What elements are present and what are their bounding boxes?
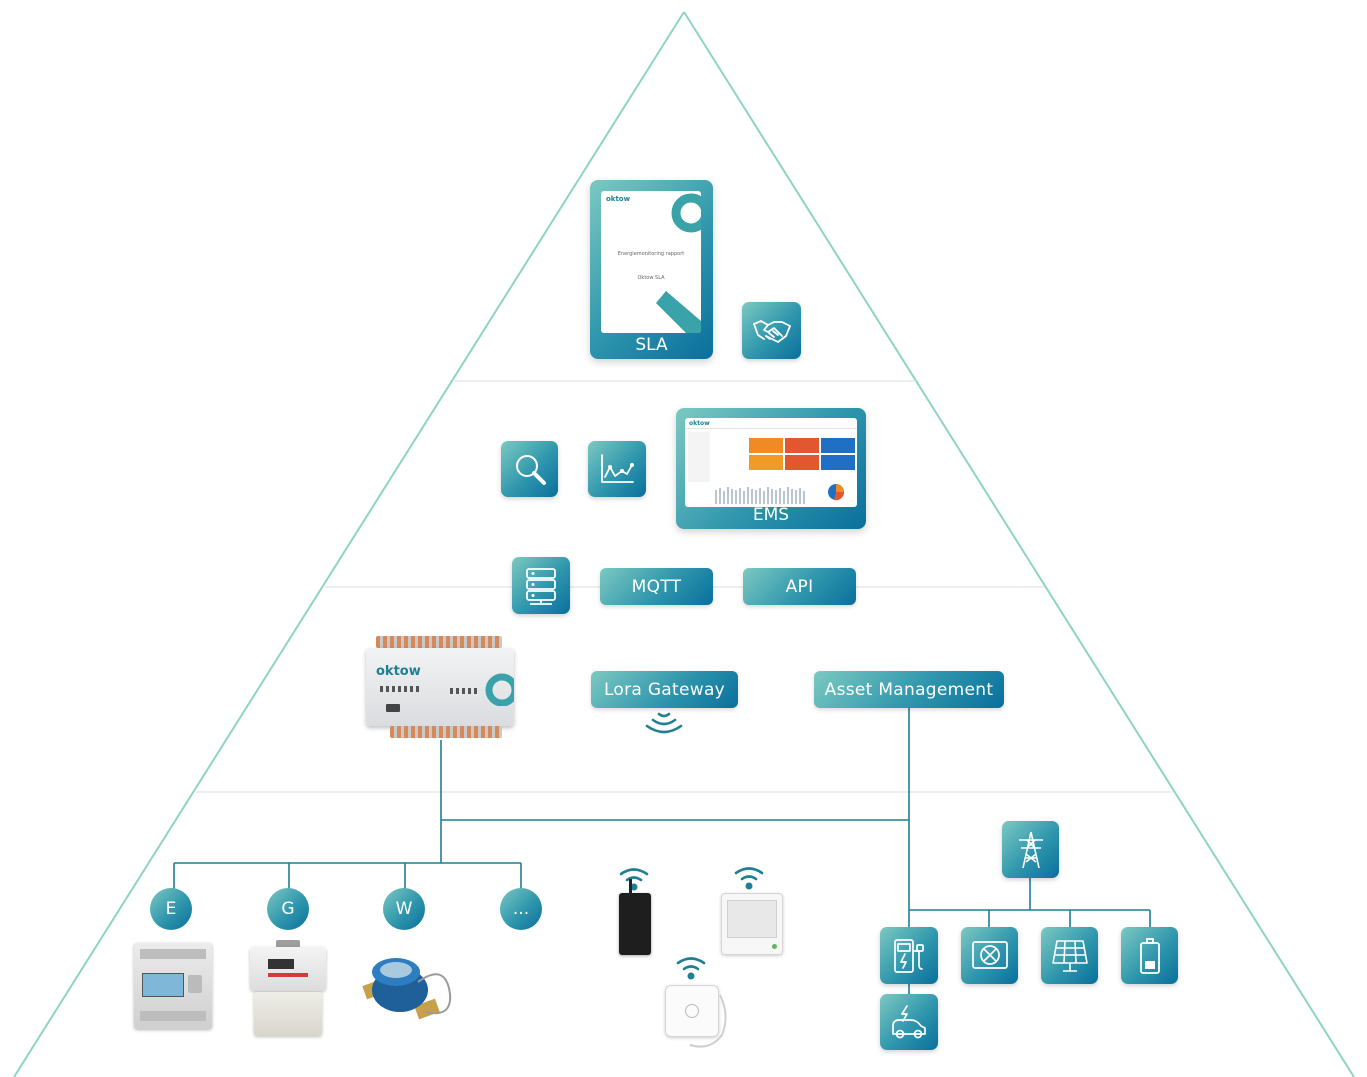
ems-bar-chart [715, 484, 845, 504]
pyramid-right-edge [683, 11, 1355, 1077]
ems-topbar-line [685, 428, 857, 429]
heat-pump-tile [961, 927, 1018, 984]
connector-lines [173, 707, 1151, 994]
gas-meter-pipe [276, 940, 300, 948]
wireless-icon [619, 868, 649, 891]
battery-icon [1139, 937, 1160, 974]
solar-panel-icon [1051, 939, 1088, 972]
gas-meter-display [268, 959, 294, 969]
sla-doc-subtitle: Oktow SLA [637, 275, 665, 281]
sensor-status-led [772, 944, 777, 949]
pyramid-left-edge [13, 11, 685, 1077]
ems-label: EMS [752, 505, 790, 525]
sensor-antenna [629, 879, 632, 895]
electricity-meter-device [134, 943, 212, 1029]
sensor-probe-cable [689, 994, 727, 1048]
sensor-button [685, 1004, 699, 1018]
ems-kpi-card [749, 455, 783, 470]
lora-gateway-pill: Lora Gateway [591, 671, 738, 708]
mqtt-pill: MQTT [600, 568, 713, 605]
meter-electricity-badge: E [150, 888, 192, 930]
server-tile [512, 557, 570, 614]
meter-lcd-display [142, 973, 184, 997]
pylon-tile [1002, 821, 1059, 878]
lora-sensor-black [619, 879, 651, 955]
controller-port [386, 704, 400, 712]
heat-pump-icon [971, 940, 1008, 969]
sla-frame: oktow Energiemonitoring rapport Oktow SL… [590, 180, 713, 359]
electric-car-tile [880, 994, 938, 1050]
controller-device: oktow [362, 636, 518, 740]
sla-label: SLA [635, 335, 668, 355]
wireless-icon [645, 712, 683, 734]
controller-logo-arc [485, 673, 514, 706]
electric-car-icon [892, 1005, 926, 1039]
ev-charger-tile [880, 927, 938, 984]
wireless-icon [734, 867, 764, 890]
search-icon [515, 455, 546, 485]
meter-terminal-strip [140, 949, 206, 959]
controller-housing: oktow [366, 648, 514, 726]
sensor-eink-display [727, 900, 777, 938]
sla-doc-brand: oktow [606, 195, 631, 203]
ems-dashboard-screen: oktow [685, 418, 857, 507]
gas-meter-stripe [268, 973, 308, 977]
sla-doc-logo-arc [671, 193, 701, 233]
asset-management-pill: Asset Management [814, 671, 1004, 708]
ems-kpi-card [785, 438, 819, 453]
chart-tile [588, 441, 646, 497]
sla-document: oktow Energiemonitoring rapport Oktow SL… [601, 191, 701, 333]
handshake-icon [752, 319, 791, 343]
gas-meter-device [246, 940, 330, 1036]
gas-meter-head [250, 947, 326, 991]
sla-doc-decoration [656, 291, 701, 333]
meter-button [188, 975, 202, 993]
ems-kpi-card [785, 455, 819, 470]
gas-meter-body [254, 992, 322, 1036]
ems-kpi-card [821, 438, 855, 453]
lora-probe-sensor [665, 985, 719, 1037]
solar-panel-tile [1041, 927, 1098, 984]
api-pill: API [743, 568, 856, 605]
meter-terminal-strip [140, 1011, 206, 1021]
wireless-icon [676, 957, 706, 980]
search-tile [501, 441, 558, 497]
ems-kpi-card [821, 455, 855, 470]
water-meter-device [362, 958, 452, 1020]
controller-bottom-terminals [390, 726, 502, 738]
meter-gas-badge: G [267, 888, 309, 930]
ev-charger-icon [894, 938, 924, 973]
battery-tile [1121, 927, 1178, 984]
power-pylon-icon [1018, 831, 1043, 868]
controller-top-terminals [376, 636, 502, 648]
ems-kpi-card [749, 438, 783, 453]
controller-brand: oktow [376, 664, 421, 679]
meter-more-badge: ... [500, 888, 542, 930]
sla-doc-title: Energiemonitoring rapport [617, 251, 685, 257]
lora-display-sensor [721, 893, 783, 955]
handshake-tile [742, 302, 801, 359]
chart-line-icon [601, 454, 634, 483]
ems-sidebar [688, 432, 710, 482]
controller-leds [450, 688, 478, 694]
ems-screen-brand: oktow [689, 420, 710, 427]
ems-frame: oktow [676, 408, 866, 529]
meter-water-badge: W [383, 888, 425, 930]
controller-leds [380, 686, 420, 692]
server-icon [526, 567, 556, 605]
